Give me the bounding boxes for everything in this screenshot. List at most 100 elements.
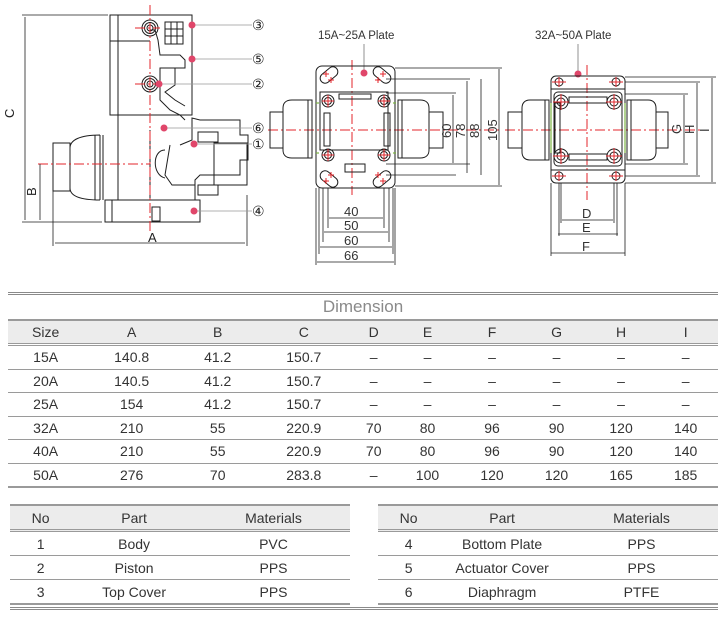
table-cell: 41.2	[180, 392, 256, 417]
col-part: Part	[71, 504, 197, 532]
part-callouts: ③ ⑤ ② ⑥ ① ④	[155, 17, 265, 219]
table-cell: –	[588, 392, 654, 417]
table-cell: 220.9	[255, 416, 353, 440]
plate-small-dim-60: 60	[344, 233, 358, 248]
plate-large-dim-f: F	[582, 239, 590, 254]
table-cell: –	[395, 369, 460, 393]
plate-small-dim-60v: 60	[439, 124, 454, 138]
col-h: H	[588, 319, 654, 346]
table-cell: –	[588, 369, 654, 393]
table-cell: 55	[180, 439, 256, 464]
callout-dot-1	[190, 140, 198, 148]
table-cell: 70	[352, 439, 396, 464]
table-cell: –	[352, 463, 396, 488]
col-materials: Materials	[196, 504, 350, 532]
plate-small-outline	[315, 65, 396, 189]
table-cell: –	[459, 369, 525, 393]
table-cell: 140.8	[83, 344, 181, 370]
table-cell: Actuator Cover	[439, 555, 565, 580]
plate-small-title: 15A~25A Plate	[318, 30, 394, 42]
table-cell: 150.7	[255, 392, 353, 417]
table-cell: –	[588, 344, 654, 370]
plate-small-dim-40: 40	[344, 204, 358, 219]
table-cell: –	[524, 369, 589, 393]
col-a: A	[83, 319, 181, 346]
table-cell: 55	[180, 416, 256, 440]
table-cell: 276	[83, 463, 181, 488]
table-cell: Diaphragm	[439, 579, 565, 605]
table-cell: 41.2	[180, 344, 256, 370]
col-c: C	[255, 319, 353, 346]
table-cell: 140	[653, 416, 718, 440]
callout-5: ⑤	[252, 51, 265, 67]
table-cell: 165	[588, 463, 654, 488]
table-cell: 120	[588, 416, 654, 440]
callout-dot-4	[190, 207, 198, 215]
plate-large-dim-d: D	[582, 206, 591, 221]
table-cell: 80	[395, 416, 460, 440]
table-cell: 40A	[8, 439, 84, 464]
plate-large-dim-e: E	[582, 220, 591, 235]
table-cell: 3	[10, 579, 72, 605]
dimension-table-header: Size A B C D E F G H I	[8, 319, 718, 346]
table-cell: –	[653, 369, 718, 393]
table-cell: 70	[180, 463, 256, 488]
side-view-dimensions	[22, 14, 248, 246]
table-cell: 120	[524, 463, 589, 488]
table-cell: Bottom Plate	[439, 530, 565, 556]
table-cell: PTFE	[564, 579, 718, 605]
dim-label-b: B	[24, 187, 39, 196]
col-b: B	[180, 319, 256, 346]
dim-label-a: A	[148, 230, 157, 245]
plate-large-dim-g: G	[669, 124, 684, 134]
col-d: D	[352, 319, 396, 346]
table-cell: 220.9	[255, 439, 353, 464]
plate-small-dim-66: 66	[344, 248, 358, 263]
table-cell: 41.2	[180, 369, 256, 393]
table-cell: 1	[10, 530, 72, 556]
callout-6: ⑥	[252, 120, 265, 136]
table-cell: 100	[395, 463, 460, 488]
table-cell: 20A	[8, 369, 84, 393]
table-cell: 6	[378, 579, 440, 605]
table-cell: –	[459, 392, 525, 417]
callout-dot-2	[155, 80, 163, 88]
table-cell: 210	[83, 439, 181, 464]
table-cell: –	[524, 344, 589, 370]
col-f: F	[459, 319, 525, 346]
plate-large-dim-i: I	[697, 128, 712, 132]
callout-3: ③	[252, 17, 265, 33]
col-g: G	[524, 319, 589, 346]
bottom-divider	[10, 607, 718, 610]
callout-dot-5	[188, 55, 196, 63]
table-cell: Piston	[71, 555, 197, 580]
table-cell: 5	[378, 555, 440, 580]
plate-view-small: 15A~25A Plate	[269, 30, 502, 265]
table-cell: 140.5	[83, 369, 181, 393]
col-materials: Materials	[564, 504, 718, 532]
col-no: No	[10, 504, 72, 532]
table-cell: PPS	[564, 555, 718, 580]
callout-2: ②	[252, 76, 265, 92]
table-cell: 4	[378, 530, 440, 556]
table-cell: 283.8	[255, 463, 353, 488]
plate-small-dim-105: 105	[485, 119, 500, 141]
table-cell: 90	[524, 439, 589, 464]
table-cell: 120	[459, 463, 525, 488]
table-cell: 140	[653, 439, 718, 464]
table-cell: –	[653, 392, 718, 417]
plate-small-dim-88: 88	[467, 124, 482, 138]
table-cell: –	[352, 369, 396, 393]
callout-dot-6	[160, 124, 168, 132]
